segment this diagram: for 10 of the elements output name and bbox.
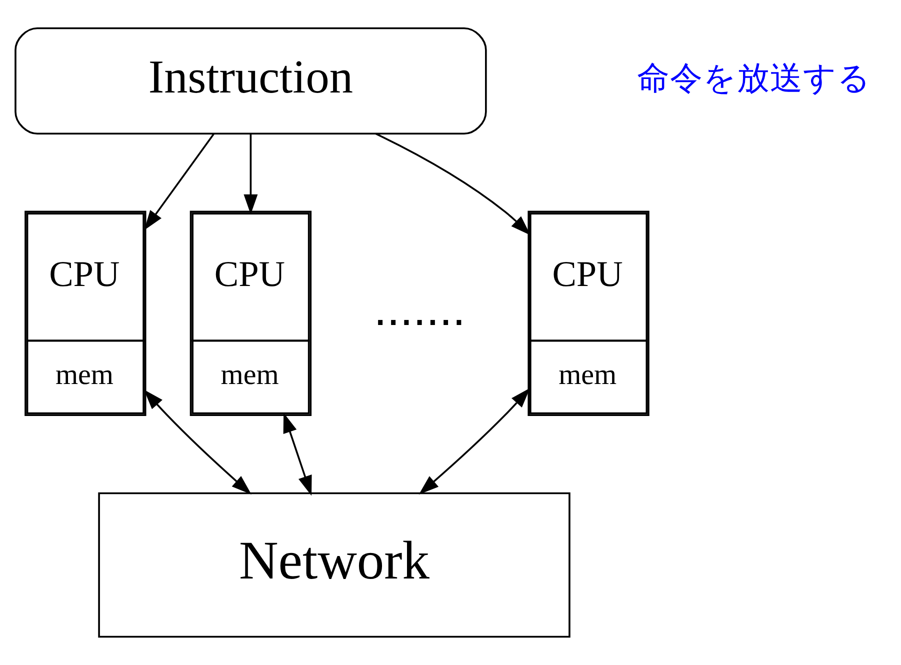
label: ....... [374, 282, 466, 336]
arrow [144, 134, 214, 230]
arrow [375, 132, 531, 236]
label: 命令を放送する [636, 58, 871, 97]
arrow [283, 412, 312, 496]
arrow [144, 390, 252, 494]
arrow [244, 134, 258, 214]
arrow [418, 388, 530, 495]
node-box: Instruction [14, 27, 487, 135]
node-box: Network [98, 492, 570, 638]
